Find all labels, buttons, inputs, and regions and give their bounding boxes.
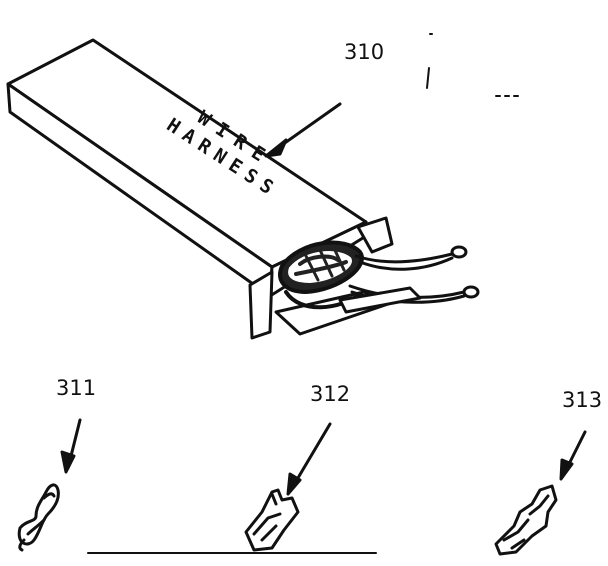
wire-harness-box [6, 38, 394, 340]
callout-312: 312 [310, 382, 351, 406]
callout-arrows [60, 102, 587, 496]
terminal-312 [244, 488, 300, 552]
lead-wires [338, 245, 480, 314]
stray-mark-1 [426, 67, 430, 89]
coiled-wires [278, 240, 364, 310]
terminal-313 [494, 484, 558, 556]
callout-311: 311 [56, 376, 97, 400]
terminal-311 [17, 483, 60, 552]
callout-313: 313 [562, 388, 603, 412]
callout-310: 310 [344, 40, 385, 64]
